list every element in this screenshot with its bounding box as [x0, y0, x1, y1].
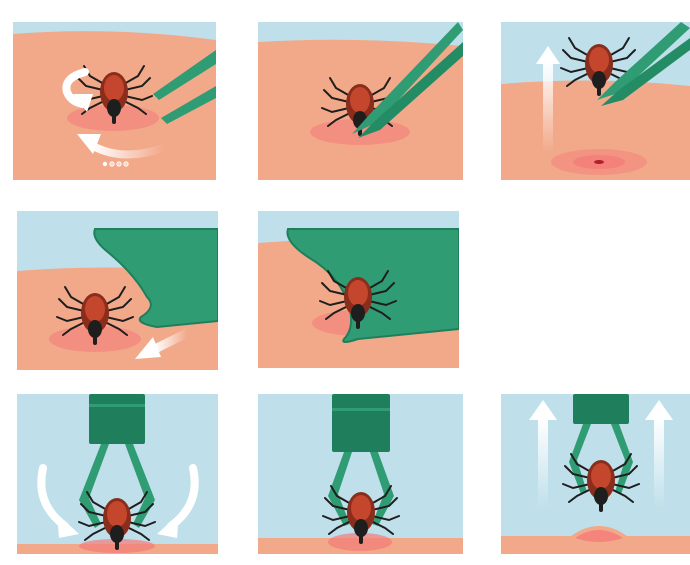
grabber-handle: [332, 394, 390, 452]
panel-8-grabber-lift: [501, 394, 690, 554]
panel-3-tweezers-lift: [501, 22, 690, 180]
grabber-band: [89, 404, 145, 407]
pager-dot: [103, 162, 107, 166]
lift-arrow-right-shaft-icon: [654, 418, 664, 508]
pager-dot: [124, 162, 128, 166]
panel-5-card-slide-under: [258, 211, 459, 368]
panel-7-grabber-closed: [258, 394, 463, 554]
lift-arrow-left-shaft-icon: [538, 418, 548, 508]
lift-arrow-shaft-icon: [543, 60, 553, 152]
panel-1-tweezers-rotate: [13, 22, 216, 180]
grabber-band: [332, 408, 390, 411]
panel-2-tweezers-grip: [258, 22, 463, 180]
panel-6-grabber-open: [17, 394, 218, 554]
grabber-handle: [89, 394, 145, 444]
bite-wound-hole: [594, 160, 604, 164]
grabber-handle: [573, 394, 629, 424]
panel-4-card-approach: [17, 211, 218, 370]
pager-dot: [117, 162, 121, 166]
pager-dot: [110, 162, 114, 166]
